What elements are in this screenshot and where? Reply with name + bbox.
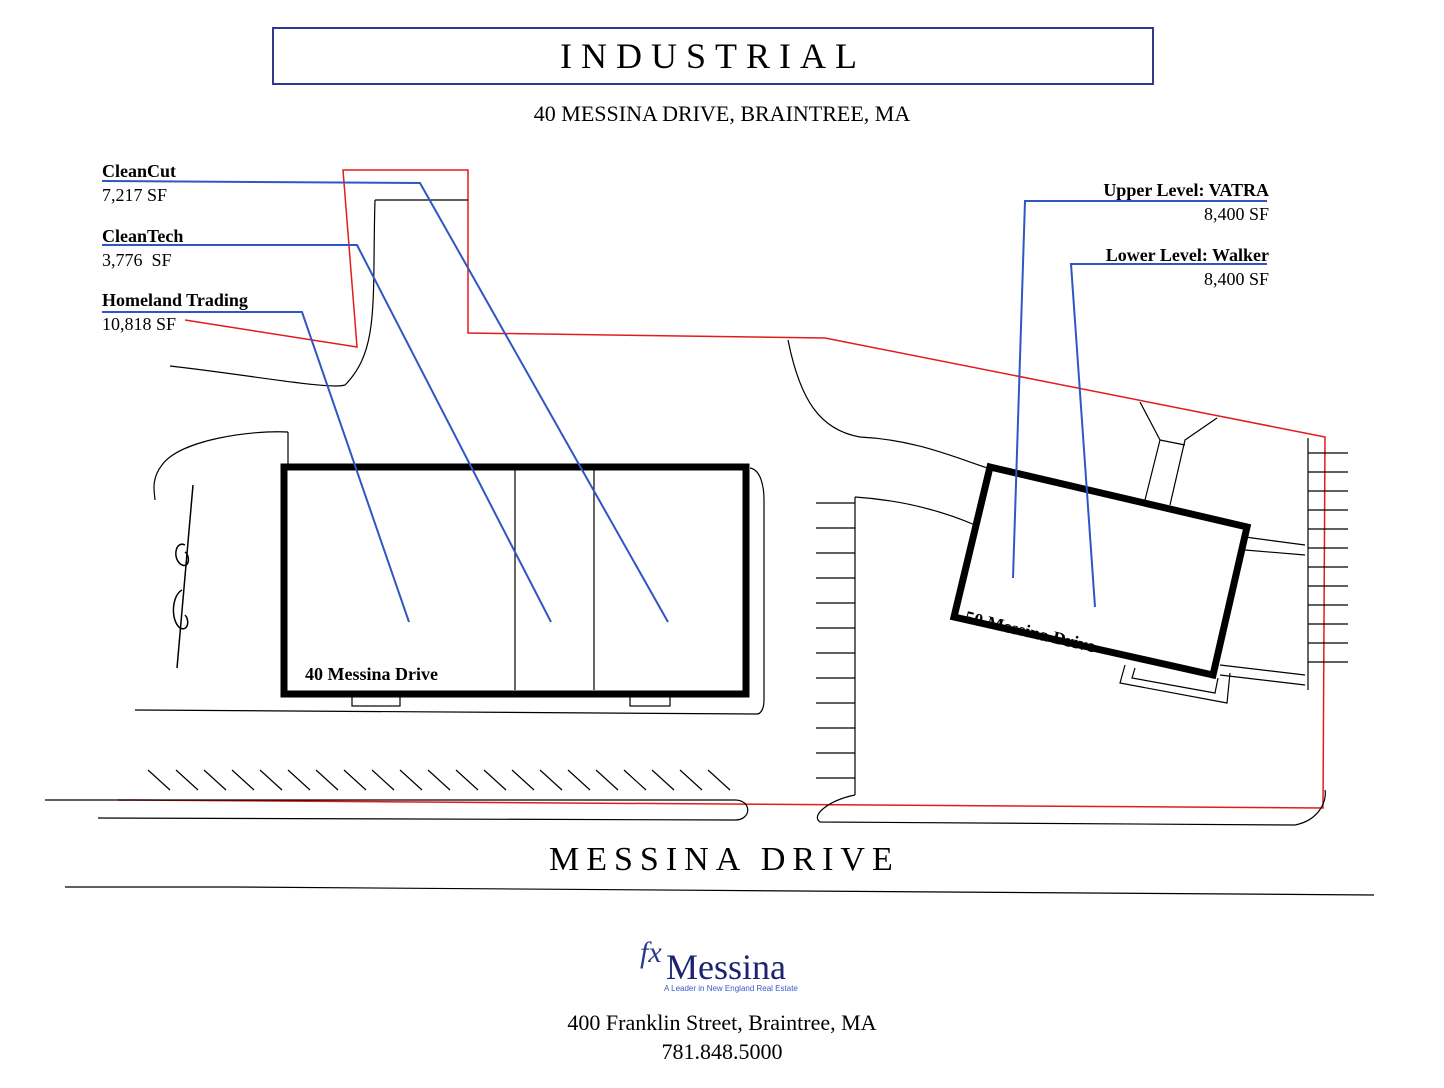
leader-lines <box>101 180 1267 623</box>
logo-mark: fx <box>640 936 662 969</box>
logo-wordmark: Messina <box>666 947 786 987</box>
tenant-area: 3,776 SF <box>102 250 172 270</box>
parking-stalls <box>147 452 1348 791</box>
building-40-label: 40 Messina Drive <box>305 664 438 684</box>
tenant-name: Homeland Trading <box>102 290 248 310</box>
footer-address: 400 Franklin Street, Braintree, MA <box>567 1010 877 1035</box>
leader-homeland <box>102 311 410 623</box>
tenant-cleancut: CleanCut 7,217 SF <box>102 159 176 207</box>
tenant-cleantech: CleanTech 3,776 SF <box>102 224 183 272</box>
tenant-name: Upper Level: VATRA <box>1103 180 1269 200</box>
leader-walker <box>1069 263 1267 608</box>
tenant-name: Lower Level: Walker <box>1105 245 1269 265</box>
building-40-messina <box>280 463 750 707</box>
property-line-left <box>117 169 1326 809</box>
tenant-area: 8,400 SF <box>1203 204 1269 224</box>
tenant-walker: Lower Level: Walker 8,400 SF <box>1000 243 1269 291</box>
tenant-area: 7,217 SF <box>102 185 168 205</box>
leader-cleancut <box>101 180 669 623</box>
tenant-area: 10,818 SF <box>102 314 177 334</box>
tenant-name: CleanCut <box>102 161 177 181</box>
leader-cleantech <box>102 244 552 623</box>
messina-logo: fx Messina A Leader in New England Real … <box>616 934 816 998</box>
tenant-homeland-trading: Homeland Trading 10,818 SF <box>102 288 248 336</box>
street-name: MESSINA DRIVE <box>549 841 900 878</box>
site-linework <box>45 199 1375 896</box>
building-50-messina <box>949 462 1252 680</box>
tenant-area: 8,400 SF <box>1203 269 1269 289</box>
footer-phone: 781.848.5000 <box>661 1039 783 1064</box>
logo-tagline: A Leader in New England Real Estate <box>664 984 798 993</box>
landscape-symbol <box>172 484 194 669</box>
tenant-vatra: Upper Level: VATRA 8,400 SF <box>1000 178 1269 226</box>
property-address: 40 MESSINA DRIVE, BRAINTREE, MA <box>533 101 911 126</box>
tenant-name: CleanTech <box>102 226 184 246</box>
leader-vatra <box>1012 200 1267 579</box>
page-title: INDUSTRIAL <box>272 27 1154 85</box>
